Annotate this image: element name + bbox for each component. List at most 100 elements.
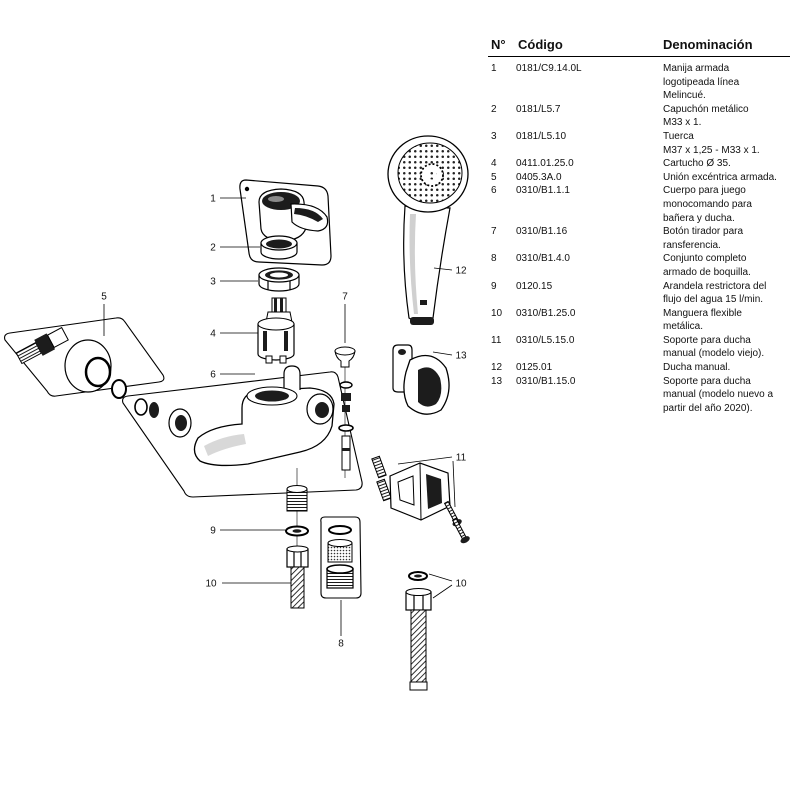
part-description: Ducha manual. [663,361,790,375]
diverter-seal [342,405,350,412]
connector-nut [34,333,56,356]
part-10-flexible-hose-right [405,571,432,691]
part-description-line: Ducha manual. [663,362,731,374]
aerator-housing-top [326,564,354,574]
hose-nut-top [405,588,432,596]
side-washer [134,398,148,416]
part-code: 0181/L5.7 [516,103,561,115]
part-number: 1 [491,63,497,74]
part-description: Cartucho Ø 35. [663,157,790,171]
part-8-spout-aerator-set [320,516,362,599]
part-description-line: Soporte para ducha [663,334,751,346]
side-washer [149,402,159,418]
diverter-pin-groove [342,448,350,451]
cartridge-leg [265,355,273,364]
part-number: 7 [491,226,497,238]
part-description-line: armado de boquilla. [663,266,751,278]
diverter-seal [341,393,351,401]
callout-label: 8 [338,639,344,650]
side-nut-bore [175,415,187,431]
callout-label: 9 [210,526,216,537]
shower-handle-shade [409,214,418,314]
hose-washer-hole [414,574,422,578]
wall-plug-body [376,478,392,502]
diverter-ring [338,424,354,432]
connector-pipe [46,326,69,349]
button-knob [334,350,356,368]
hose-connector [410,317,434,325]
part-description-line: Arandela restrictora del [663,280,767,292]
leader-line [397,456,453,465]
stem-spline [274,298,277,312]
callout-label: 3 [210,277,216,288]
part-description-line: Cuerpo para juego [663,185,746,197]
exploded-diagram: 1 2 3 4 5 6 7 8 9 10 10 11 12 13 [4,135,470,691]
wall-plug [371,455,387,479]
part-6-mixer-body [122,365,363,498]
part-number: 2 [491,103,497,115]
part-code: 0405.3A.0 [516,171,562,183]
diverter-tube [283,365,301,392]
part-code: 0310/B1.15.0 [516,375,576,387]
part-description-line: flujo del agua 15 l/min. [663,294,764,306]
spray-center-nozzles [427,170,437,180]
callout-label: 4 [210,329,216,340]
holder-cup-inner [418,367,442,407]
part-code: 0120.15 [516,280,553,292]
header-code: Código [518,37,563,52]
handle-top-highlight [268,196,284,202]
hose-end [409,681,428,691]
nut-bore [270,272,288,278]
cap-opening [266,239,292,249]
part-description-line: logotipeada línea [663,76,740,88]
screw-head [460,536,470,544]
aerator-mesh-top [327,539,353,547]
plate-screw-hole [244,186,250,192]
cartridge-rib [284,331,288,351]
washer-hole [292,529,302,533]
part-description-line: Tuerca [663,130,694,142]
part-13-shower-holder-new [392,344,450,415]
part-description-line: ransferencia. [663,239,721,251]
part-code: 0310/B1.25.0 [516,307,576,319]
part-5-eccentric-union [4,317,165,399]
part-code: 0310/L5.15.0 [516,334,575,346]
leader-line [452,460,456,508]
shower-logo [420,300,427,305]
callout-label: 5 [101,292,107,303]
part-description-line: Botón tirador para [663,226,744,238]
part-code: 0125.01 [516,362,553,374]
part-10-flexible-hose-left [286,545,309,609]
part-number: 13 [491,375,503,387]
diverter-washer [339,381,353,389]
connector-thread [15,341,42,365]
part-description-line: manual (modelo nuevo a [663,389,774,401]
part-description-line: partir del año 2020). [663,402,753,414]
part-description-line: Manguera flexible [663,307,742,319]
part-description-line: Capuchón metálico [663,103,749,115]
callout-label: 7 [342,292,348,303]
part-number: 10 [491,307,503,319]
hose-nut-top [286,545,309,553]
cartridge-rib [263,331,267,351]
callout-label: 10 [205,579,217,590]
eccentric-connector [15,326,69,365]
aerator-gasket [328,525,352,535]
cartridge-seat-bore [255,390,289,402]
part-description: Unión excéntrica armada. [663,171,790,185]
header-description: Denominación [663,37,753,52]
holder-face [419,462,422,521]
part-code: 0181/L5.10 [516,130,567,142]
leader-lines [103,197,456,636]
